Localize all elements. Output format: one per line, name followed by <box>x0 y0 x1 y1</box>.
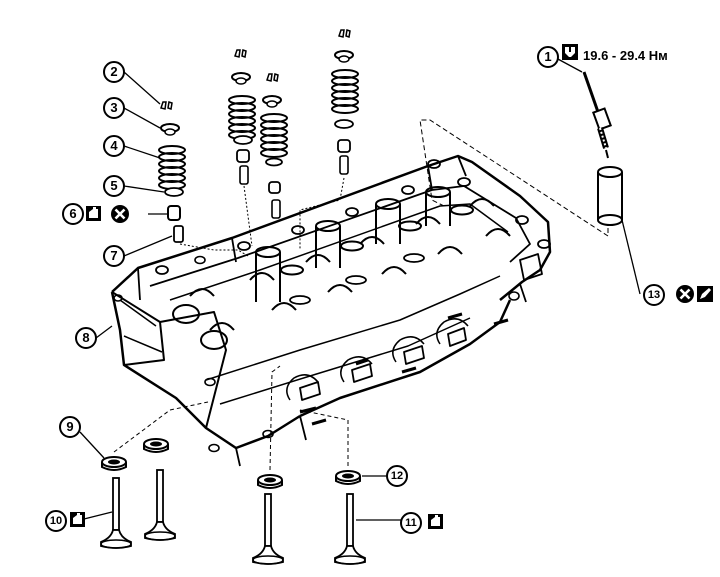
lower-leaders <box>113 365 349 471</box>
exhaust-valve <box>334 493 366 565</box>
valve-seal-9 <box>101 456 127 471</box>
valve-stack-2 <box>260 73 288 219</box>
callout-10: 10 <box>45 510 67 532</box>
cylinder-head-body <box>110 154 552 467</box>
valve-stack-1 <box>228 49 256 247</box>
callout-8: 8 <box>75 327 97 349</box>
callout-6: 6 <box>62 203 84 225</box>
sealant-icon <box>697 286 713 302</box>
oil-can-icon <box>428 514 443 529</box>
callout-5: 5 <box>103 175 125 197</box>
valve-seal-12 <box>335 470 361 485</box>
valve-seal-9b <box>143 438 169 453</box>
callout-13: 13 <box>643 284 665 306</box>
callout-1: 1 <box>537 46 559 68</box>
valve-stack-3 <box>299 29 359 250</box>
oil-can-icon <box>86 206 101 221</box>
left-valve-stack <box>158 101 249 257</box>
callout-12: 12 <box>386 465 408 487</box>
do-not-reuse-icon <box>674 283 696 305</box>
valve-seal-c <box>257 474 283 489</box>
spark-plug-tube <box>597 166 623 226</box>
oil-can-icon <box>70 512 85 527</box>
callout-3: 3 <box>103 97 125 119</box>
callout-2: 2 <box>103 61 125 83</box>
torque-wrench-icon <box>562 44 578 60</box>
valve-c <box>252 493 284 565</box>
spark-plug-leader <box>419 119 609 237</box>
callout-7: 7 <box>103 245 125 267</box>
callout-11: 11 <box>400 512 422 534</box>
valve-b <box>144 469 176 541</box>
callout-9: 9 <box>59 416 81 438</box>
spark-plug <box>582 71 612 159</box>
do-not-reuse-icon <box>109 203 131 225</box>
torque-value: 19.6 - 29.4 Нм <box>583 48 668 63</box>
callout-icons <box>70 44 713 529</box>
callout-4: 4 <box>103 135 125 157</box>
